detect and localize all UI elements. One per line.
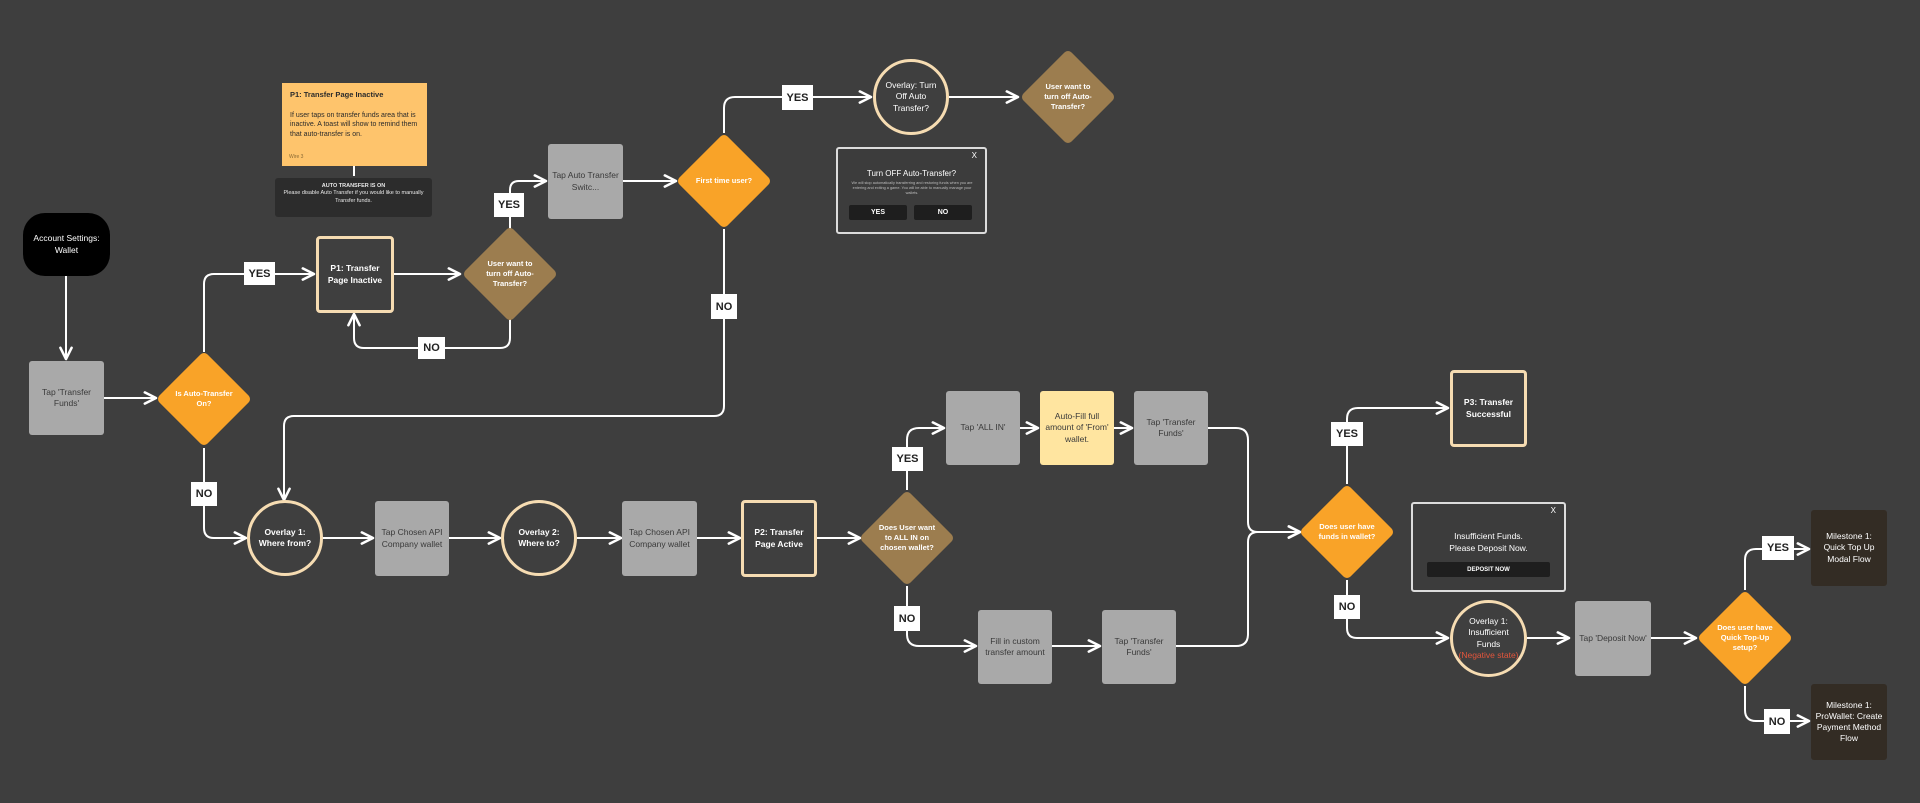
toast-title: AUTO TRANSFER IS ON: [321, 183, 386, 189]
state-p3-transfer-successful: P3: Transfer Successful: [1450, 370, 1527, 447]
node-label: P3: Transfer Successful: [1463, 397, 1514, 419]
decision-label: User want to turn off Auto-Transfer?: [486, 259, 534, 288]
step-autofill-amount: Auto-Fill full amount of 'From' wallet.: [1040, 391, 1114, 465]
edge-first-yes: [723, 90, 873, 133]
node-label: Tap 'ALL IN': [960, 422, 1006, 433]
modal-turn-off-auto-transfer: X Turn OFF Auto-Transfer? We will stop a…: [836, 147, 987, 234]
step-fill-custom-amount: Fill in custom transfer amount: [978, 610, 1052, 684]
edge-tap3-to-funds: [1176, 525, 1302, 647]
decision-quick-topup: Does user have Quick Top-Up setup?: [1696, 589, 1794, 687]
decision-all-in: Does User want to ALL IN on chosen walle…: [858, 489, 956, 587]
decision-label: User want to turn off Auto-Transfer?: [1044, 82, 1092, 111]
toast-body: Please disable Auto Transfer if you woul…: [283, 190, 424, 204]
step-tap-transfer-funds-3: Tap 'Transfer Funds': [1102, 610, 1176, 684]
modal-no-button[interactable]: NO: [914, 205, 972, 220]
node-label: Account Settings: Wallet: [33, 233, 100, 255]
yes-label: YES: [782, 85, 813, 110]
edge-auto-on-no: [203, 448, 248, 545]
overlay2-where-to: Overlay 2: Where to?: [501, 500, 577, 576]
deposit-now-button[interactable]: DEPOSIT NOW: [1427, 562, 1550, 577]
yes-label: YES: [1762, 536, 1794, 560]
overlay1-where-from: Overlay 1: Where from?: [247, 500, 323, 576]
step-tap-chosen-wallet-2: Tap Chosen API Company wallet: [622, 501, 697, 576]
edge-funds-no: [1346, 580, 1450, 645]
note-footer: Wire 3: [289, 154, 304, 160]
decision-label: Does user have funds in wallet?: [1318, 522, 1376, 541]
modal-title: Turn OFF Auto-Transfer?: [866, 169, 957, 178]
no-label: NO: [1334, 595, 1360, 619]
decision-label: Does user have Quick Top-Up setup?: [1717, 623, 1773, 652]
no-label: NO: [191, 482, 217, 506]
decision-label: First time user?: [695, 176, 753, 186]
milestone-prowallet-payment: Milestone 1: ProWallet: Create Payment M…: [1811, 684, 1887, 760]
modal-line-1: Insufficient Funds.: [1454, 531, 1523, 541]
modal-line-2: Please Deposit Now.: [1449, 543, 1528, 553]
edge-tap2-to-funds: [1208, 427, 1302, 539]
node-label: Fill in custom transfer amount: [985, 635, 1045, 657]
negative-state-label: (Negative state): [1458, 649, 1519, 660]
node-label: Tap 'Deposit Now': [1579, 632, 1647, 643]
state-p2-transfer-active: P2: Transfer Page Active: [741, 500, 817, 577]
modal-body: We will stop automatically transferring …: [851, 181, 973, 196]
node-label: P2: Transfer Page Active: [754, 527, 804, 549]
decision-auto-transfer-on: Is Auto-Transfer On?: [155, 350, 253, 448]
edge-turnoff-yes: [509, 174, 548, 230]
node-label: Tap Auto Transfer Switc...: [552, 170, 619, 192]
decision-first-time-user: First time user?: [675, 132, 773, 230]
milestone-quick-topup: Milestone 1: Quick Top Up Modal Flow: [1811, 510, 1887, 586]
step-tap-all-in: Tap 'ALL IN': [946, 391, 1020, 465]
yes-label: YES: [892, 447, 923, 471]
modal-insufficient-funds: X Insufficient Funds. Please Deposit Now…: [1411, 502, 1566, 592]
step-tap-auto-transfer-switch: Tap Auto Transfer Switc...: [548, 144, 623, 219]
step-tap-transfer-funds-2: Tap 'Transfer Funds': [1134, 391, 1208, 465]
start-node-account-settings: Account Settings: Wallet: [23, 213, 110, 276]
edge-auto-on-yes: [203, 267, 316, 352]
node-label: Overlay 1: Insufficient Funds: [1468, 616, 1509, 649]
edge-allin-yes: [906, 421, 946, 490]
edge-quick-yes: [1744, 542, 1811, 590]
modal-yes-button[interactable]: YES: [849, 205, 907, 220]
yes-label: YES: [244, 262, 275, 285]
decision-has-funds: Does user have funds in wallet?: [1298, 483, 1396, 581]
step-tap-chosen-wallet-1: Tap Chosen API Company wallet: [375, 501, 449, 576]
edge-funds-yes: [1346, 401, 1450, 484]
yes-label: YES: [1331, 422, 1363, 446]
note-body: If user taps on transfer funds area that…: [290, 111, 418, 139]
no-label: NO: [418, 337, 445, 359]
overlay-turn-off-auto-transfer: Overlay: Turn Off Auto Transfer?: [873, 59, 949, 135]
decision-turn-off-auto-transfer: User want to turn off Auto-Transfer?: [461, 225, 559, 323]
node-label: Tap Chosen API Company wallet: [381, 527, 443, 549]
note-title: P1: Transfer Page Inactive: [290, 90, 384, 99]
node-label: Milestone 1: Quick Top Up Modal Flow: [1823, 531, 1875, 564]
decision-label: Is Auto-Transfer On?: [175, 389, 233, 408]
node-label: Tap Chosen API Company wallet: [629, 527, 690, 549]
edge-first-no: [277, 229, 725, 502]
close-icon[interactable]: X: [971, 151, 977, 160]
no-label: NO: [1764, 709, 1790, 734]
state-p1-transfer-inactive: P1: Transfer Page Inactive: [316, 236, 394, 313]
overlay-insufficient-funds: Overlay 1: Insufficient Funds (Negative …: [1450, 600, 1527, 677]
no-label: NO: [711, 294, 737, 319]
toast-auto-transfer-on: AUTO TRANSFER IS ON Please disable Auto …: [275, 178, 432, 217]
node-label: Overlay: Turn Off Auto Transfer?: [885, 80, 937, 113]
edge-quick-no: [1744, 686, 1811, 728]
node-label: Tap 'Transfer Funds': [1146, 416, 1196, 438]
close-icon[interactable]: X: [1550, 506, 1556, 515]
yes-label: YES: [494, 193, 524, 217]
step-tap-deposit-now: Tap 'Deposit Now': [1575, 601, 1651, 676]
decision-turn-off-auto-transfer-2: User want to turn off Auto-Transfer?: [1019, 48, 1117, 146]
annotation-note-p1: P1: Transfer Page Inactive If user taps …: [282, 83, 427, 166]
node-label: Overlay 1: Where from?: [258, 526, 312, 548]
decision-label: Does User want to ALL IN on chosen walle…: [878, 523, 936, 552]
step-tap-transfer-funds: Tap 'Transfer Funds': [29, 361, 104, 435]
node-label: Tap 'Transfer Funds': [1114, 635, 1164, 657]
no-label: NO: [894, 606, 920, 631]
node-label: Auto-Fill full amount of 'From' wallet.: [1045, 411, 1109, 444]
edge-allin-no: [906, 586, 978, 653]
node-label: P1: Transfer Page Inactive: [327, 263, 383, 285]
node-label: Tap 'Transfer Funds': [41, 386, 92, 408]
node-label: Milestone 1: ProWallet: Create Payment M…: [1815, 699, 1883, 744]
node-label: Overlay 2: Where to?: [518, 526, 560, 548]
